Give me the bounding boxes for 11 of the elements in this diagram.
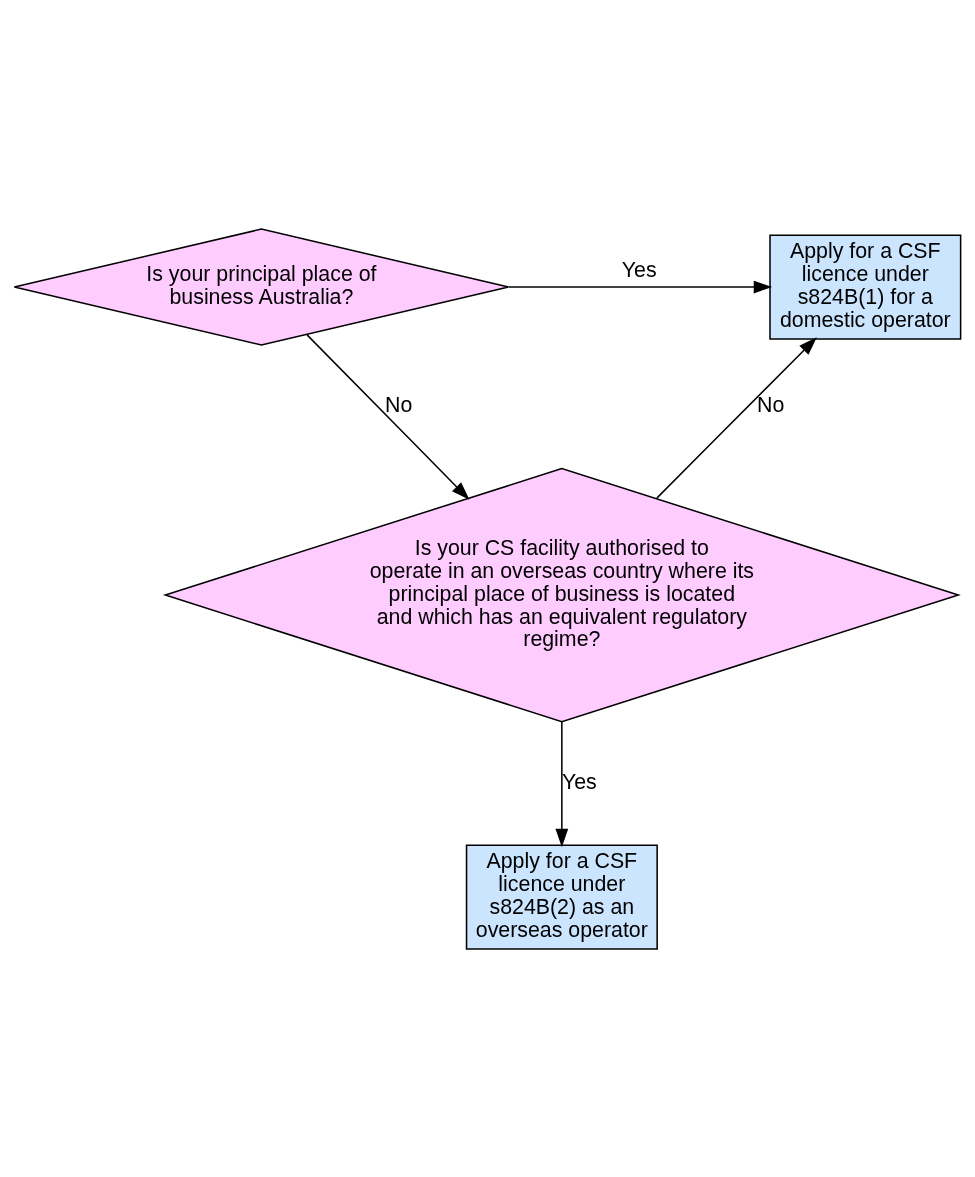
arrow xyxy=(508,280,773,293)
arrow xyxy=(656,336,817,499)
edge-label: Yes xyxy=(621,257,657,282)
arrow xyxy=(306,333,470,500)
node-diamond: Is your principal place of business Australia? xyxy=(13,227,510,346)
node-box: Apply for a CSF licence under s824B(1) for a domestic operator xyxy=(769,233,962,340)
arrow xyxy=(555,720,569,847)
edge-label: No xyxy=(757,392,785,417)
edge-label: No xyxy=(385,392,413,417)
node-box: Apply for a CSF licence under s824B(2) as an overseas operator xyxy=(465,843,658,950)
node-diamond: Is your CS facility authorised to operate in an overseas country where its principal place of business is located and which has an equivalent regulatory regime? xyxy=(162,467,961,722)
